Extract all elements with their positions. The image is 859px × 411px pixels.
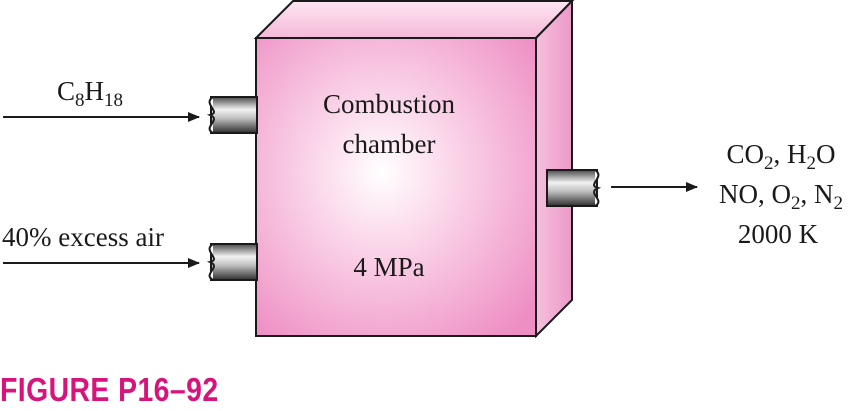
fuel-inlet-pipe [206, 96, 258, 134]
outlet-pipe [546, 169, 602, 207]
outlet-products-line2: NO, O2, N2 [719, 179, 843, 214]
chamber-label-line2: chamber [343, 129, 436, 159]
outlet-products-line1: CO2, H2O [726, 139, 835, 174]
chamber-label-line1: Combustion [323, 89, 456, 119]
chamber-front-face [255, 37, 537, 337]
chamber-pressure-label: 4 MPa [353, 252, 424, 282]
chamber-side-face [535, 0, 573, 339]
outlet-temperature: 2000 K [738, 219, 819, 249]
air-label: 40% excess air [2, 222, 164, 252]
combustion-chamber [253, 0, 575, 339]
fuel-label: C8H18 [57, 76, 123, 111]
air-inlet-pipe [206, 243, 258, 281]
chamber-top-face [253, 0, 575, 39]
figure-caption: FIGURE P16–92 [0, 371, 219, 408]
